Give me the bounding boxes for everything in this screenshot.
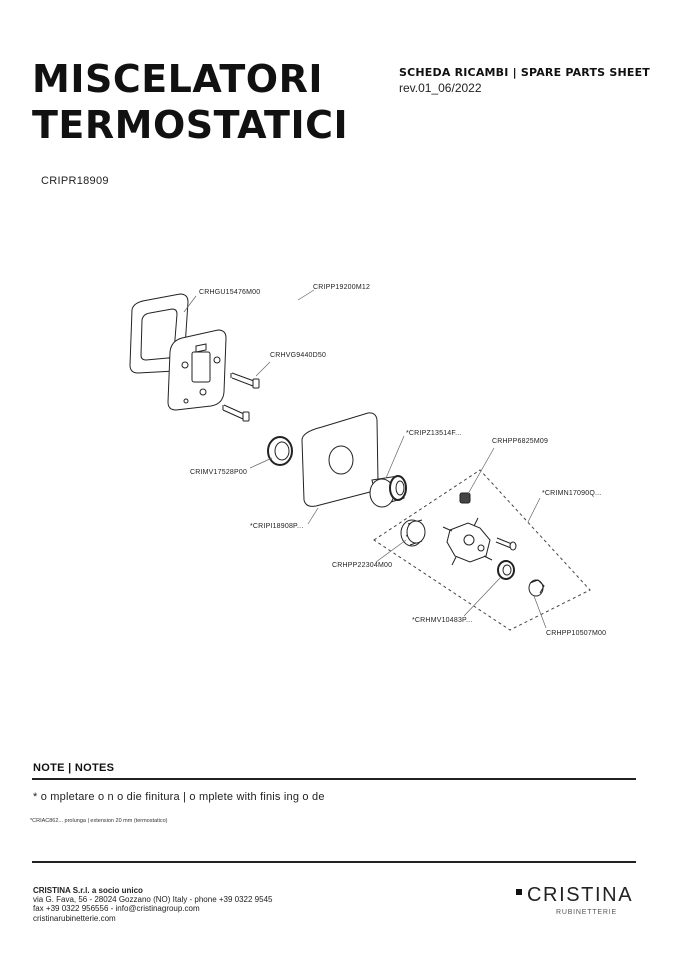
title-line-1: MISCELATORI <box>32 57 323 101</box>
brand-subtitle: RUBINETTERIE <box>556 909 617 916</box>
part-label: CRHGU15476M00 <box>199 289 261 296</box>
title-line-2: TERMOSTATICI <box>32 103 349 147</box>
ring-part <box>267 436 293 466</box>
brand-logo: CRISTINA RUBINETTERIE <box>516 884 633 916</box>
screw-lower <box>222 404 250 422</box>
logo-square-icon <box>516 888 522 895</box>
company-address: via G. Fava, 56 - 28024 Gozzano (NO) Ita… <box>33 895 273 905</box>
note-line: * o mpletare o n o die finitura | o mple… <box>33 791 325 803</box>
small-screw <box>495 537 517 551</box>
seal-ring <box>497 560 515 580</box>
part-label: CRHPP22304M00 <box>332 562 393 569</box>
part-label: CRHPP6825M09 <box>492 438 549 445</box>
part-label: CRHVG9440D50 <box>270 352 327 359</box>
small-cap <box>459 492 471 504</box>
part-label: *CRHMV10483P... <box>412 617 473 624</box>
part-label: CRHPP10507M00 <box>546 630 607 637</box>
page-title: MISCELATORI TERMOSTATICI <box>32 56 348 148</box>
valve-body <box>442 517 493 566</box>
company-website: cristinarubinetterie.com <box>33 913 116 923</box>
cover-plate <box>301 412 379 507</box>
company-info: CRISTINA S.r.l. a socio unico via G. Fav… <box>33 886 272 923</box>
revision-label: rev.01_06/2022 <box>399 81 482 95</box>
assembly-boundary <box>373 469 591 631</box>
part-label: CRIMV17528P00 <box>190 469 248 476</box>
notes-heading: NOTE | NOTES <box>33 762 115 774</box>
cartridge-body <box>400 519 426 547</box>
brand-name: CRISTINA <box>527 884 634 906</box>
part-label: *CRIPZ13514F... <box>406 430 462 437</box>
part-label: *CRIPI18908P... <box>250 523 304 530</box>
sheet-title: SCHEDA RICAMBI | SPARE PARTS SHEET <box>399 66 650 79</box>
part-label: CRIPP19200M12 <box>313 284 371 291</box>
product-code: CRIPR18909 <box>41 175 109 187</box>
divider <box>32 861 636 863</box>
part-label: *CRIMN17090Q... <box>542 490 602 497</box>
note-line-small: *CRIAC862... prolunga | extension 20 mm … <box>30 818 168 824</box>
company-contact: fax +39 0322 956556 - info@cristinagroup… <box>33 904 200 914</box>
company-name: CRISTINA S.r.l. a socio unico <box>33 886 143 895</box>
divider <box>32 778 636 780</box>
plug-part <box>528 579 545 597</box>
cartridge-sleeve <box>369 475 407 508</box>
leader-lines <box>183 289 547 629</box>
back-plate <box>167 329 227 411</box>
screw-upper <box>230 372 260 389</box>
